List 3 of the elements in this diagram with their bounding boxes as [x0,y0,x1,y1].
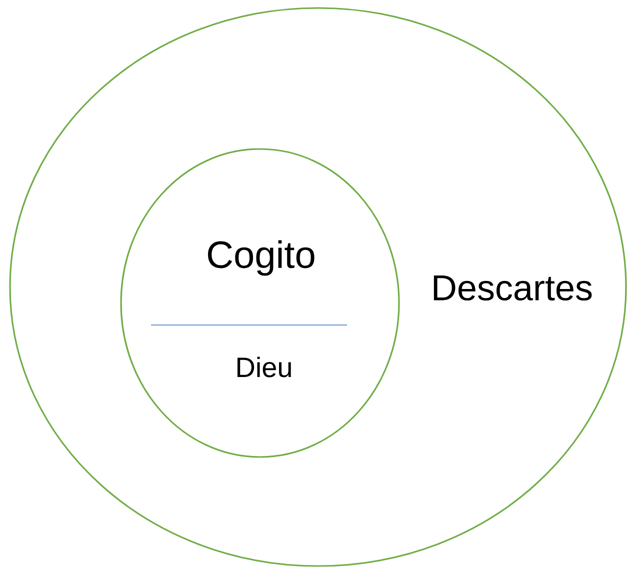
label: Descartes [434,275,592,301]
label: Cogito [208,240,314,276]
label: Dieu [238,356,291,378]
